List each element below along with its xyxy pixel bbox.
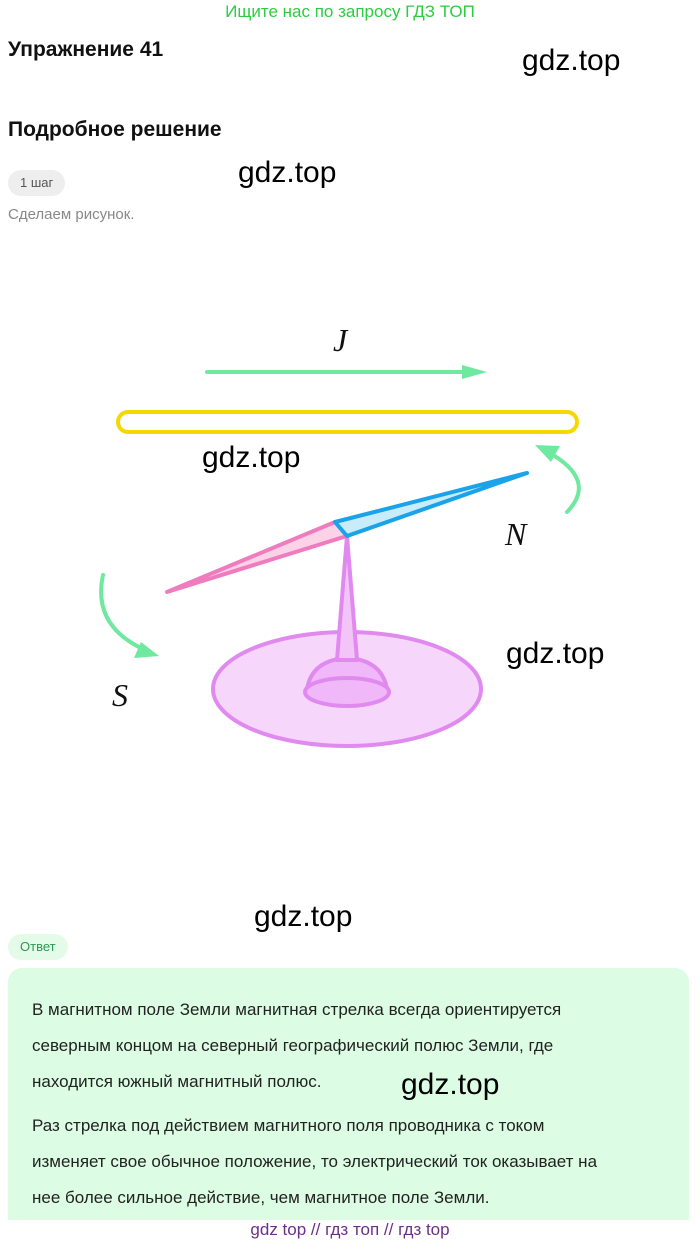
rotation-arrow-north: [546, 450, 581, 514]
stand-dome-rim: [303, 676, 391, 708]
watermark: gdz.top: [401, 1068, 500, 1101]
step-text: Сделаем рисунок.: [8, 206, 135, 223]
watermark: gdz.top: [254, 900, 353, 933]
needle-north-half: [333, 471, 529, 538]
north-label: N: [504, 516, 528, 552]
watermark: gdz.top: [522, 44, 621, 77]
rotation-arrow-north-head: [535, 445, 560, 462]
current-arrow-head: [462, 365, 487, 379]
magnetic-needle-diagram: J N S: [99, 322, 581, 748]
conductor-wire: [116, 410, 579, 434]
top-banner: Ищите нас по запросу ГДЗ ТОП: [225, 2, 475, 21]
needle-south-half: [165, 520, 349, 594]
answer-paragraph-1: В магнитном поле Земли магнитная стрелка…: [32, 992, 662, 1100]
section-title: Подробное решение: [8, 118, 222, 141]
answer-line: северным концом на северный географическ…: [32, 1036, 554, 1055]
answer-line: нее более сильное действие, чем магнитно…: [32, 1188, 490, 1207]
answer-badge: Ответ: [8, 934, 68, 960]
footer-links: gdz top // гдз топ // гдз top: [250, 1220, 450, 1239]
answer-line: Раз стрелка под действием магнитного пол…: [32, 1116, 545, 1135]
exercise-title: Упражнение 41: [8, 38, 164, 61]
answer-line: находится южный магнитный полюс.: [32, 1072, 322, 1091]
rotation-arrow-south-head: [134, 642, 159, 658]
south-label: S: [112, 677, 128, 713]
watermark: gdz.top: [202, 441, 301, 474]
watermark: gdz.top: [506, 637, 605, 670]
stand-pillar: [335, 534, 359, 662]
step-badge: 1 шаг: [8, 170, 66, 196]
watermark: gdz.top: [238, 156, 337, 189]
answer-box: В магнитном поле Земли магнитная стрелка…: [8, 968, 689, 1220]
current-label: J: [333, 322, 349, 358]
answer-line: В магнитном поле Земли магнитная стрелка…: [32, 1000, 562, 1019]
answer-line: изменяет свое обычное положение, то элек…: [32, 1152, 598, 1171]
answer-paragraph-2: Раз стрелка под действием магнитного пол…: [32, 1108, 662, 1216]
rotation-arrow-south: [99, 573, 147, 652]
